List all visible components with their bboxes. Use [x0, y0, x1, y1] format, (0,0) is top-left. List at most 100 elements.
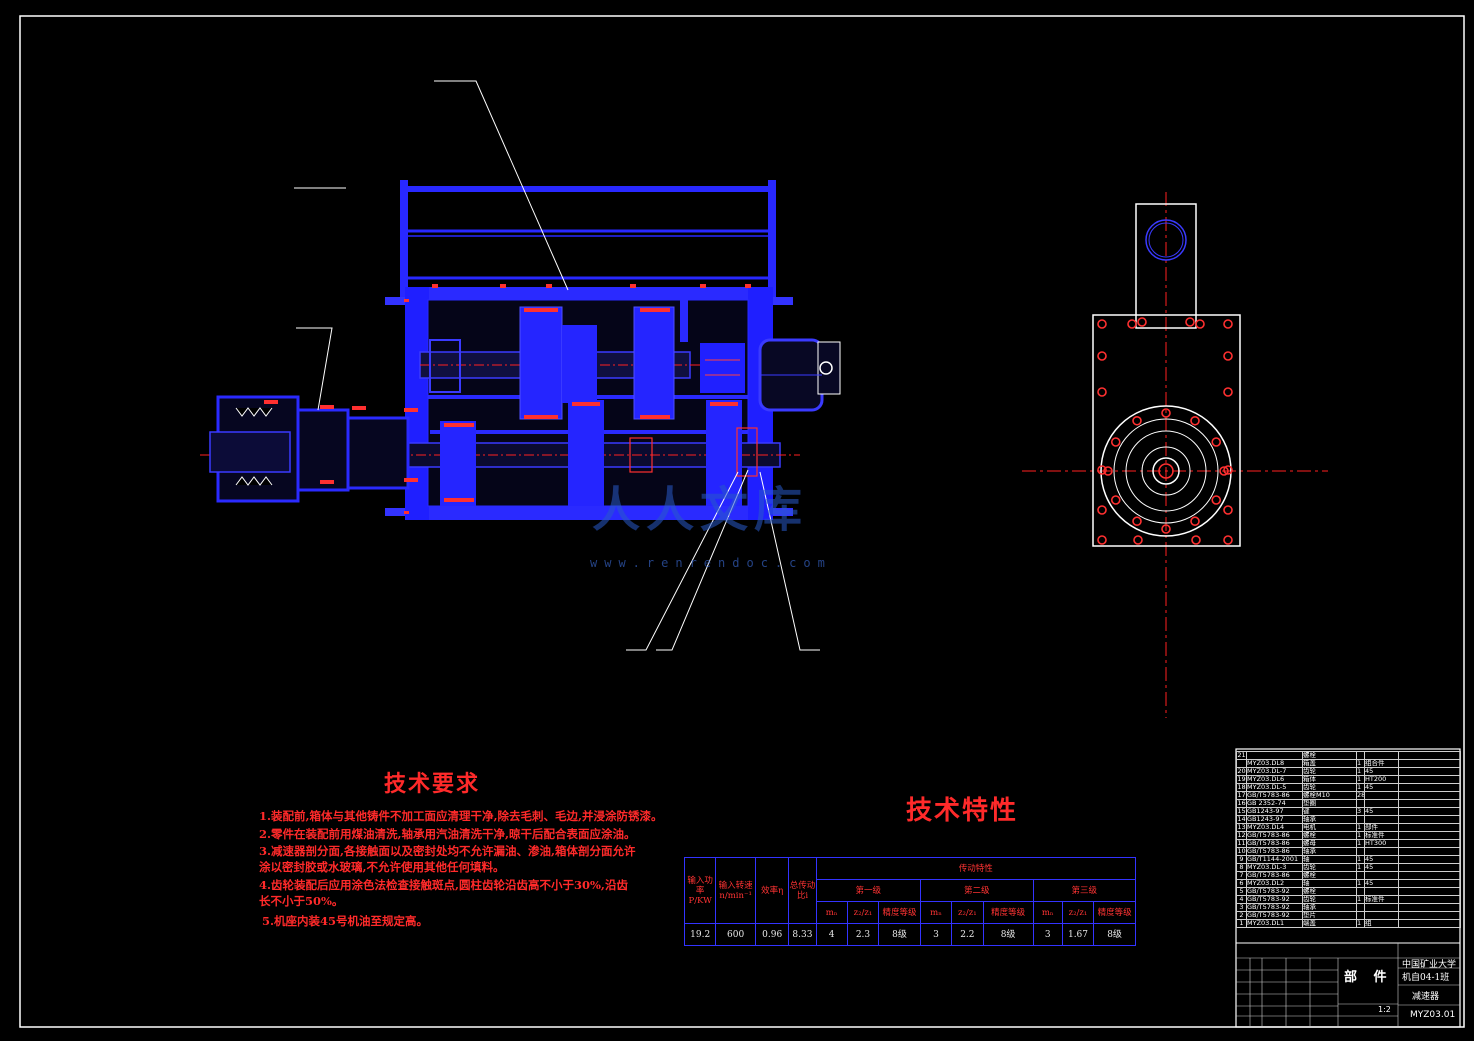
bom-code: GB 2352-74 [1246, 799, 1303, 808]
head-mn-1: mₙ [815, 901, 848, 924]
val-s2-mn: 3 [919, 923, 953, 946]
bom-qty [1356, 911, 1365, 920]
val-s1-mn: 4 [815, 923, 848, 946]
requirement-line-3: 3.减速器剖分面,各接触面以及密封处均不允许漏油、渗油,箱体剖分面允许 [259, 844, 636, 858]
bolt-hole [1110, 437, 1121, 447]
bolt-hole [1223, 387, 1233, 397]
bom-material: 45 [1364, 767, 1399, 776]
bom-name: 轴承 [1302, 903, 1357, 912]
requirement-line-1: 1.装配前,箱体与其他铸件不加工面应清理干净,除去毛刺、毛边,并浸涂防锈漆。 [259, 809, 663, 823]
bom-note [1398, 887, 1461, 896]
head-grade-1: 精度等级 [878, 901, 921, 924]
bom-note [1398, 791, 1461, 800]
bom-note [1398, 815, 1461, 824]
bom-qty [1356, 903, 1365, 912]
bom-note [1398, 919, 1461, 928]
head-grade-2: 精度等级 [982, 901, 1034, 924]
bolt-hole [1190, 415, 1200, 426]
head-ratio: 总传动比i [788, 857, 817, 924]
bolt-hole [1097, 319, 1107, 329]
bom-name: 螺栓 [1302, 831, 1357, 840]
bom-name: 齿轮 [1302, 783, 1357, 792]
bom-material: 组 [1364, 919, 1399, 928]
bom-note [1398, 847, 1461, 856]
bom-material [1364, 903, 1399, 912]
val-s3-mn: 3 [1032, 923, 1063, 946]
bom-code: GB/T5783-92 [1246, 895, 1303, 904]
features-title: 技术特性 [906, 796, 1019, 826]
bolt-hole [1127, 319, 1137, 329]
bom-qty: 1 [1356, 839, 1365, 848]
bom-no: 6 [1236, 879, 1247, 888]
head-z-1: z₂/z₁ [846, 901, 880, 924]
head-z-2: z₂/z₁ [951, 901, 984, 924]
bolt-hole [1133, 535, 1143, 545]
bolt-hole [1219, 466, 1229, 476]
bom-code: MYZ03.DL-3 [1246, 863, 1303, 872]
bom-name: 轴承 [1302, 815, 1357, 824]
bom-qty: 1 [1356, 831, 1365, 840]
bom-note [1398, 871, 1461, 880]
bom-code: MYZ03.DL1 [1246, 919, 1303, 928]
bom-code: MYZ03.DL-7 [1246, 767, 1303, 776]
bom-qty [1356, 799, 1365, 808]
bom-material: 部件 [1364, 823, 1399, 832]
bom-name: 垫圈 [1302, 799, 1357, 808]
bom-qty: 1 [1356, 759, 1365, 768]
bom-no: 18 [1236, 783, 1247, 792]
bom-code: GB1243-97 [1246, 815, 1303, 824]
bom-name: 键 [1302, 807, 1357, 816]
bom-no [1236, 759, 1247, 768]
bom-note [1398, 751, 1461, 760]
bom-no: 7 [1236, 871, 1247, 880]
bolt-hole [1161, 408, 1171, 418]
titleblock-drawing-no: MYZ03.01 [1410, 1010, 1456, 1020]
bom-code [1246, 751, 1303, 760]
bom-no: 13 [1236, 823, 1247, 832]
bom-no: 19 [1236, 775, 1247, 784]
bom-code: GB/T5783-86 [1246, 839, 1303, 848]
bom-no: 20 [1236, 767, 1247, 776]
val-s2-z: 2.2 [951, 923, 984, 946]
bolt-hole [1185, 317, 1195, 327]
features-table: 输入功率P/KW 输入转速n/min⁻¹ 效率η 总传动比i 传动特性 第一级 … [683, 857, 1137, 946]
bom-code: MYZ03.DL6 [1246, 775, 1303, 784]
bom-no: 10 [1236, 847, 1247, 856]
bolt-hole [1097, 535, 1107, 545]
bom-name: 齿轮 [1302, 895, 1357, 904]
bolt-hole [1195, 319, 1205, 329]
bom-qty: 1 [1356, 855, 1365, 864]
val-s3-grade: 8级 [1093, 923, 1136, 946]
bom-material: 45 [1364, 863, 1399, 872]
bom-name: 螺栓M10 [1302, 791, 1357, 800]
bolt-hole [1161, 524, 1171, 534]
bolt-hole [1097, 351, 1107, 361]
bom-no: 14 [1236, 815, 1247, 824]
bom-qty: 1 [1356, 823, 1365, 832]
titleblock-scale: 1:2 [1378, 1005, 1391, 1014]
bom-name: 螺栓 [1302, 887, 1357, 896]
bom-name: 螺栓 [1302, 871, 1357, 880]
head-z-3: z₂/z₁ [1061, 901, 1095, 924]
requirement-line-2: 2.零件在装配前用煤油清洗,轴承用汽油清洗干净,晾干后配合表面应涂油。 [259, 827, 636, 841]
bom-note [1398, 767, 1461, 776]
val-power: 19.2 [683, 923, 717, 946]
val-s1-z: 2.3 [846, 923, 880, 946]
bom-note [1398, 911, 1461, 920]
side-view [1022, 192, 1328, 718]
bolt-hole [1223, 351, 1233, 361]
head-mn-2: mₙ [919, 901, 953, 924]
bolt-hole [1132, 415, 1142, 426]
bom-material: 45 [1364, 783, 1399, 792]
val-ratio: 8.33 [788, 923, 817, 946]
bom-material: 45 [1364, 879, 1399, 888]
bom-no: 5 [1236, 887, 1247, 896]
